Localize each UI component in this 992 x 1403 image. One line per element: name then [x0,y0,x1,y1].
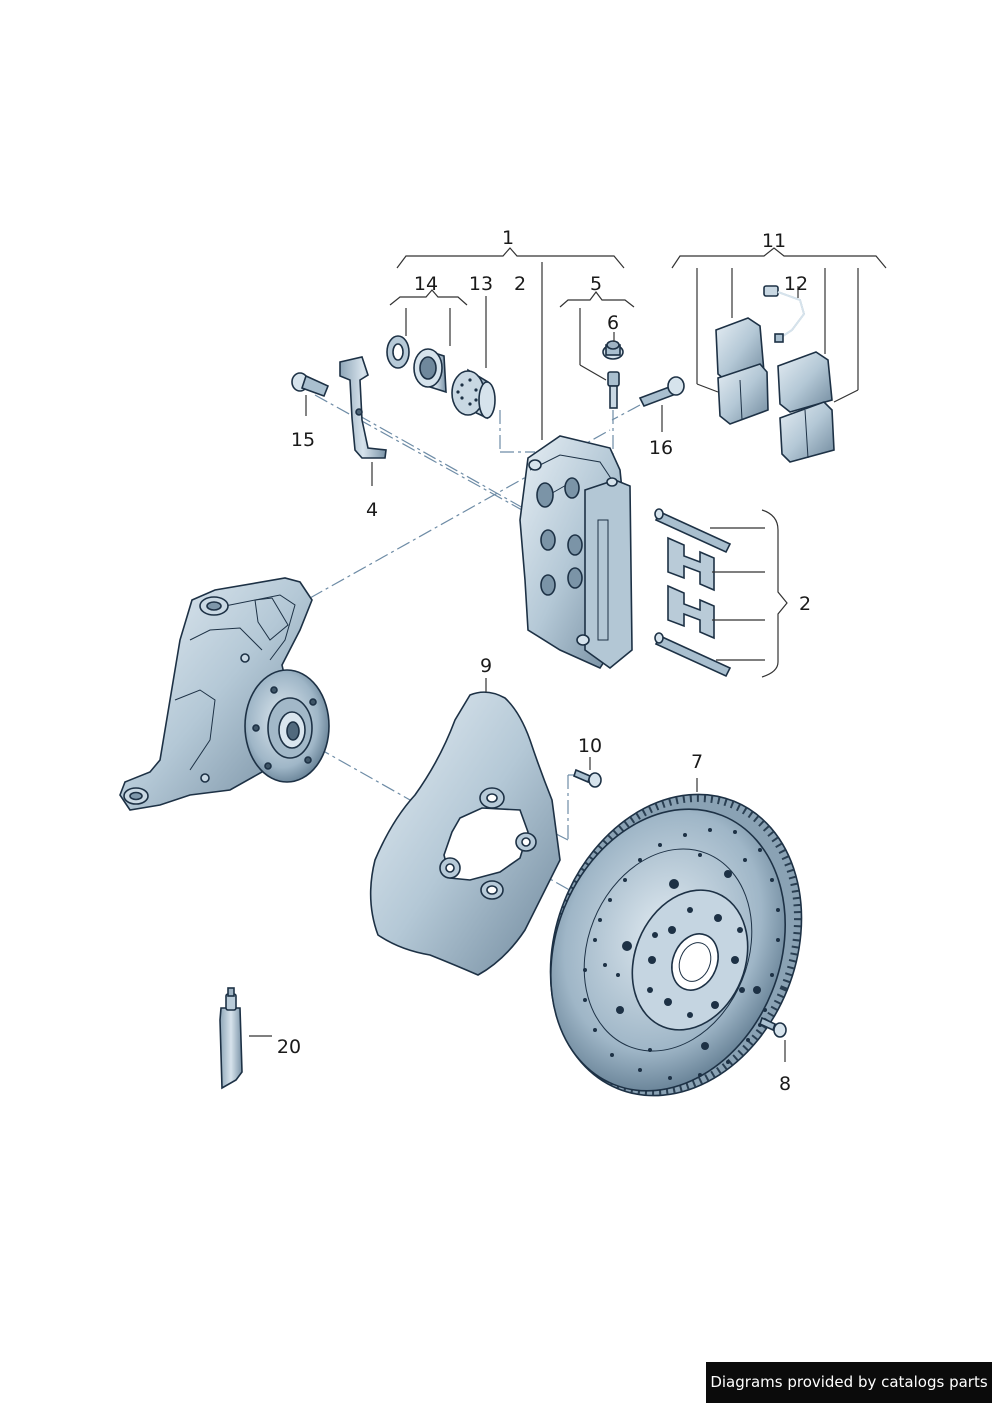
caliper-bolt-left [291,372,330,416]
label-9: 9 [480,655,492,677]
label-8: 8 [779,1073,791,1095]
label-13: 13 [469,273,493,295]
piston-seal-kit [386,289,496,420]
caliper-bolt-right [638,376,685,432]
label-1: 1 [502,227,514,249]
wheel-hub-knuckle [119,577,330,811]
caliper-pins-springs [654,508,788,678]
label-4: 4 [366,499,378,521]
label-6: 6 [607,312,619,334]
bleed-valve [559,291,635,409]
brake-disc [549,778,803,1097]
label-20: 20 [277,1036,301,1058]
brake-splash-shield [369,678,561,976]
label-15: 15 [291,429,315,451]
group-1-bracket [396,247,625,269]
disc-screw [759,1016,787,1062]
shield-screw [573,757,602,788]
wear-sensor [763,285,806,343]
label-2-top: 2 [514,273,526,295]
brake-pads [671,247,887,463]
credit-banner: Diagrams provided by catalogs parts [706,1362,992,1403]
label-11: 11 [762,230,786,252]
part-labels: 1 14 13 2 5 6 11 12 15 16 4 2 9 10 7 20 … [277,227,811,1095]
label-16: 16 [649,437,673,459]
label-10: 10 [578,735,602,757]
grease-tube [219,987,272,1090]
label-5: 5 [590,273,602,295]
brake-caliper [519,435,633,670]
label-14: 14 [414,273,438,295]
label-7: 7 [691,751,703,773]
label-12: 12 [784,273,808,295]
pad-wear-bracket [339,356,387,486]
label-2-right: 2 [799,593,811,615]
